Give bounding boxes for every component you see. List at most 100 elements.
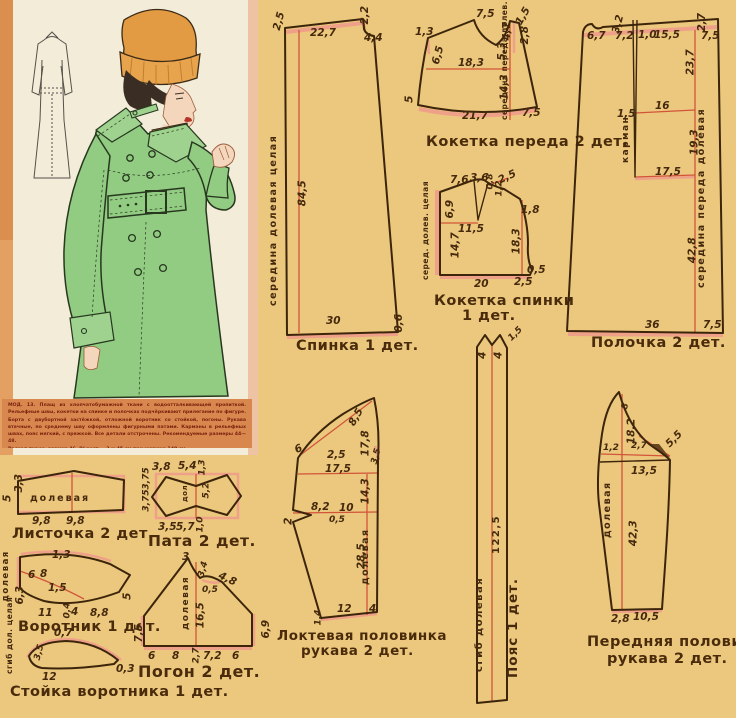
measurement: 0,5: [527, 264, 546, 276]
measurement: 7,5: [133, 623, 146, 643]
measurement: 5: [403, 95, 416, 103]
measurement: 42,3: [627, 520, 640, 547]
left-hand: [83, 346, 101, 370]
pogon-drawing: [140, 557, 256, 650]
lips: [184, 117, 192, 122]
measurement: 3,3: [13, 473, 26, 493]
measurement: 12: [337, 603, 352, 615]
caption-block: МОД. 13. Плащ из хлопчатобумажной ткани …: [2, 399, 252, 448]
outline: [292, 397, 380, 619]
measurement: 6,3: [14, 585, 27, 605]
measurement: 0,5: [202, 585, 218, 595]
measurement: 3,5: [158, 521, 177, 533]
measurement: 13,5: [631, 465, 657, 477]
measurement: 8: [40, 568, 48, 580]
woman-figure: [63, 8, 236, 399]
piece-name: Локтевая половинка: [277, 628, 448, 644]
piece-listochka: 3,3 5 9,8 9,8 долевая Листочка 2 дет.: [1, 466, 156, 544]
measurement: 2,5: [514, 276, 533, 288]
piece-vorotnik: 1,3 6 8 1,5 6,3 5 11 0,4 4 8,8 долевая В…: [1, 546, 160, 636]
measurement: 20: [474, 278, 489, 290]
measurement: 8,8: [90, 607, 109, 619]
pocket-dart: [632, 19, 638, 178]
measurement: 11: [38, 607, 53, 619]
grain-label: середина переда долев.: [500, 1, 509, 120]
measurement: 1,0: [638, 29, 657, 41]
belt-buckle: [145, 190, 167, 214]
caption-body: МОД. 13. Плащ из хлопчатобумажной ткани …: [8, 403, 246, 445]
grain-label: долевая: [602, 481, 613, 539]
piece-poyas: 4 4 1,5 122,5 сгиб долевая Пояс 1 дет.: [450, 325, 534, 708]
perednyaya-drawing: [597, 391, 671, 614]
piece-name: рукава 2 дет.: [607, 651, 728, 667]
measurement: 2,8: [519, 25, 532, 45]
measurement: 5,4: [178, 460, 197, 472]
measurement: 122,5: [491, 514, 502, 554]
measurement: 6: [232, 650, 240, 662]
measurement: 23,7: [684, 49, 697, 76]
piece-name: Пояс 1 дет.: [505, 577, 521, 678]
measurement: 2,2: [359, 5, 372, 25]
measurement: 7,6: [450, 174, 469, 186]
outline: [417, 19, 538, 114]
measurement: 3,8: [152, 461, 171, 473]
pocket-label: карман: [621, 115, 631, 163]
measurement: 2: [282, 517, 295, 525]
measurement: 1,3: [415, 26, 434, 38]
piece-stoika: 0,7 3,5 12 0,3 сгиб дол. целая Стойка во…: [4, 597, 228, 712]
piece-pata: 3,8 5,4 1,3 3,75 3,75 5,2 3,5 5,7 1,0 до…: [136, 460, 262, 552]
measurement: 8: [172, 650, 180, 662]
grain-label: долевая: [360, 528, 371, 586]
buttons: [122, 150, 168, 277]
measurement: 3,6: [470, 172, 489, 184]
piece-name: рукава 2 дет.: [301, 643, 414, 659]
dart: [473, 180, 489, 221]
cuff: [69, 311, 115, 349]
grain-label: середина переда долевая: [696, 107, 707, 288]
measurement: 7,2: [615, 30, 634, 42]
koketka-pereda-drawing: [417, 19, 538, 120]
piece-loktevaya: 8,5 6 2,5 17,8 3,5 17,5 14,3 8,2 10 0,5 …: [277, 386, 447, 660]
piece-name: Передняя половинка: [587, 634, 736, 650]
measurement: 2,7: [631, 441, 647, 451]
measurement: 16,5: [194, 602, 207, 629]
measurement: 2,8: [611, 613, 630, 625]
piece-name: Листочка 2 дет.: [12, 526, 154, 542]
measurement: 0,3: [116, 663, 135, 675]
outline: [566, 18, 724, 334]
grain-label: долевая: [1, 550, 11, 602]
measurement: 16: [655, 100, 670, 112]
grain-label: дол.: [181, 481, 189, 503]
measurement: 1,4: [313, 609, 324, 626]
piece-polochka: 6,7 3,2 7,2 1,0 15,5 2,7 7,5 23,7 16 1,5…: [565, 5, 736, 355]
piece-name: Пата 2 дет.: [148, 532, 256, 550]
measurement: 1,5: [617, 108, 636, 120]
measurement: 17,8: [359, 430, 372, 457]
outline: [19, 553, 131, 605]
measurement: 10: [339, 502, 354, 514]
measurement: 4: [476, 351, 489, 359]
measurement: 5,2: [201, 482, 212, 499]
measurement: 0,5: [329, 515, 345, 525]
measurement: 1,3: [52, 549, 71, 561]
measurement: 9,8: [32, 515, 51, 527]
measurement: 3,75: [141, 489, 152, 512]
measurement: 12: [42, 671, 57, 683]
measurement: 4: [492, 351, 505, 359]
out line: [476, 334, 508, 704]
piece-name: Кокетка спинки: [434, 293, 575, 309]
measurement: 1,3: [197, 459, 208, 476]
measurement: 2,5: [327, 449, 346, 461]
grain-label: долевая: [30, 493, 91, 504]
measurement: 6: [148, 650, 156, 662]
grain-label: середина долевая целая: [268, 134, 279, 307]
piece-perednyaya: 8 18,2 5,5 1,2 2,7 13,5 42,3 2,8 10,5 до…: [581, 386, 736, 676]
measurement: 30: [326, 315, 341, 327]
measurement: 7,5: [522, 107, 541, 119]
measurement: 7,2: [203, 650, 222, 662]
measurement: 0,6: [393, 313, 406, 333]
pata-drawing: [151, 472, 242, 520]
measurement: 6: [28, 569, 36, 581]
measurement: 18,3: [458, 57, 484, 69]
piece-koketka-spinki: 7,6 3,6 0,8 2,5 1,2 1,8 6,9 11,5 14,7 18…: [408, 168, 574, 324]
